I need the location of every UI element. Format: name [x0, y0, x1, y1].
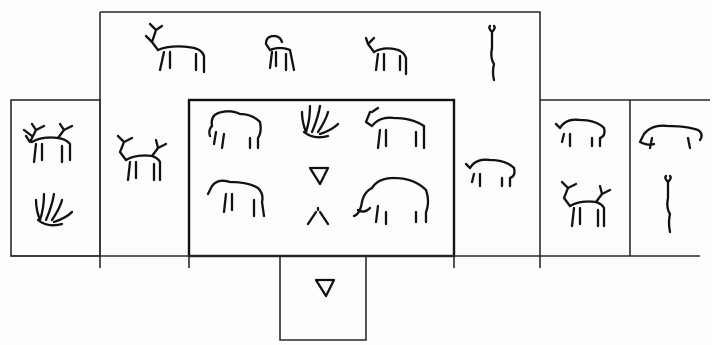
- deer-doe-icon: [366, 38, 406, 74]
- anthropomorph-icon: [489, 26, 494, 80]
- horse-icon: [208, 181, 264, 216]
- lion-icon: [640, 126, 702, 148]
- chevron-sign-icon: [308, 208, 328, 224]
- triangle-sign-icon: [310, 168, 328, 184]
- lower-panel-frame: [280, 256, 366, 340]
- hand-print-icon: [36, 194, 72, 225]
- deer-stag-icon: [24, 124, 72, 162]
- triangle-sign-icon: [316, 280, 334, 296]
- deer-stag-icon: [118, 136, 166, 180]
- panel-outlines: [11, 12, 710, 340]
- bison-icon: [209, 111, 260, 148]
- deer-stag-icon: [146, 24, 204, 72]
- deer-stag-icon: [562, 182, 610, 226]
- central-panel-frame: [189, 100, 454, 256]
- aurochs-icon: [366, 108, 424, 148]
- bear-icon: [556, 120, 605, 146]
- ibex-icon: [266, 36, 294, 70]
- anthropomorph-icon: [665, 176, 670, 232]
- mammoth-icon: [354, 178, 428, 224]
- bear-icon: [466, 160, 515, 186]
- hand-print-icon: [302, 106, 338, 137]
- left-panel-frame: [11, 100, 100, 256]
